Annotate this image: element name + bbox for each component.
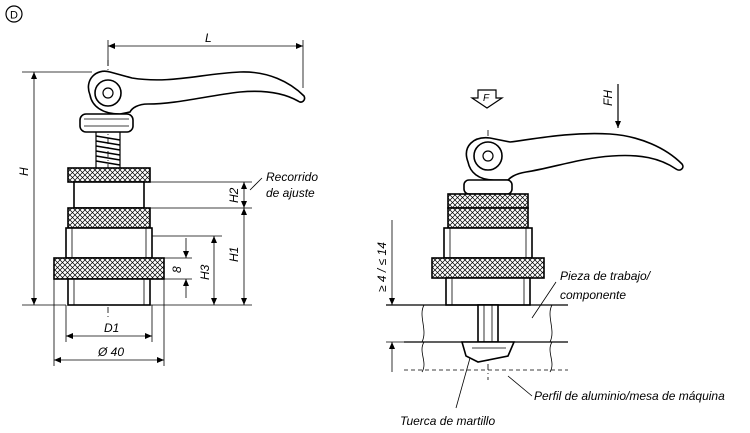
variant-label: D <box>10 10 18 22</box>
dim-H1: H1 <box>227 247 241 262</box>
label-componente: componente <box>560 288 626 302</box>
dim-8: 8 <box>170 266 184 273</box>
left-spring <box>95 132 121 168</box>
workpiece <box>386 304 568 343</box>
right-thread <box>445 277 531 306</box>
left-view: L H H2 H1 H3 8 D1 Ø 40 <box>17 31 318 366</box>
right-upper-knurl <box>447 193 529 209</box>
left-cam <box>79 113 134 133</box>
right-mid-knurl <box>447 207 529 229</box>
dim-H2: H2 <box>227 187 241 203</box>
label-tuerca: Tuerca de martillo <box>400 414 495 428</box>
right-cam <box>463 179 513 195</box>
left-thread <box>67 278 151 306</box>
left-flange-knurl <box>53 257 165 280</box>
right-view: ≥ 4 / ≤ 14 F FH Pieza de trabajo/ compon… <box>375 84 725 428</box>
dim-stroke-range: ≥ 4 / ≤ 14 <box>375 242 389 292</box>
left-upper-knurl <box>67 167 151 183</box>
force-F-arrow: F <box>470 89 504 109</box>
label-pieza: Pieza de trabajo/ <box>560 269 652 283</box>
dim-D1: D1 <box>104 321 119 335</box>
dim-dia40: Ø 40 <box>97 345 124 359</box>
dim-H3: H3 <box>198 264 212 280</box>
label-recorrido: Recorrido <box>266 170 318 184</box>
left-mid-knurl <box>67 207 151 229</box>
force-F-label: F <box>483 93 490 104</box>
hammer-nut <box>460 304 516 363</box>
label-de-ajuste: de ajuste <box>266 186 315 200</box>
variant-badge: D <box>5 5 23 23</box>
left-lever <box>87 70 306 115</box>
dim-H: H <box>17 167 31 176</box>
right-flange-knurl <box>431 257 545 279</box>
force-FH-arrow: FH <box>601 84 621 128</box>
label-perfil: Perfil de aluminio/mesa de máquina <box>534 389 725 403</box>
dim-L: L <box>205 31 212 45</box>
right-lever <box>465 132 684 181</box>
force-FH-label: FH <box>601 90 615 106</box>
